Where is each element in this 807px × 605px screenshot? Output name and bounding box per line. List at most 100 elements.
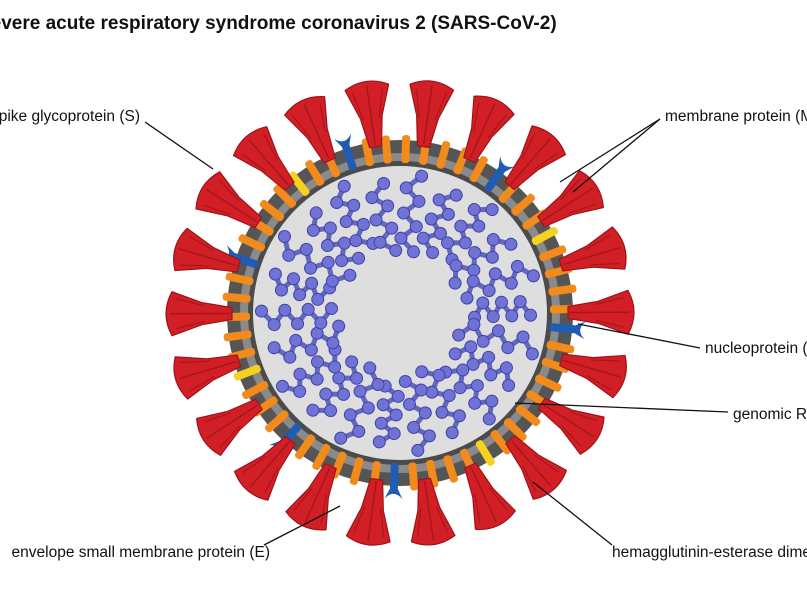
membrane-protein-m-body: [401, 135, 411, 164]
membrane-protein-m-body: [222, 292, 251, 303]
envelope-protein-e: [233, 364, 261, 381]
spike-groove: [292, 115, 312, 139]
nucleoprotein-bead: [441, 236, 455, 250]
nucleoprotein-bead: [460, 291, 474, 305]
nucleoprotein-bead: [374, 416, 388, 430]
nucleoprotein-bead: [343, 268, 357, 282]
membrane-protein-m: [225, 272, 254, 286]
nucleoprotein-bead: [466, 274, 480, 288]
membrane-label: membrane protein (M): [665, 108, 807, 125]
nucleoprotein-bead: [310, 355, 324, 369]
nucleoprotein-bead: [407, 420, 421, 434]
nucleoprotein-bead: [467, 263, 481, 277]
nucleoprotein-bead: [323, 221, 337, 235]
spike-groove: [219, 425, 241, 448]
nucleoprotein-bead: [337, 387, 351, 401]
spike-groove: [263, 134, 278, 161]
spike-groove: [488, 487, 508, 511]
spike-groove: [175, 298, 205, 307]
nucleoprotein-bead: [311, 292, 325, 306]
nucleoprotein-bead: [505, 309, 519, 323]
nucleoprotein-bead: [289, 333, 303, 347]
membrane-protein-m-body: [223, 330, 252, 342]
nucleoprotein-strand: [441, 203, 499, 266]
he-head: [333, 133, 352, 147]
nucleoprotein-bead: [499, 361, 513, 375]
nucleoprotein-strand: [306, 206, 366, 268]
membrane-protein-m-body: [534, 374, 562, 392]
nucleoprotein-bead: [304, 343, 318, 357]
spike-groove: [568, 203, 597, 214]
nucleoprotein-bead: [425, 385, 439, 399]
nucleoprotein-bead: [343, 408, 357, 422]
nucleoprotein-bead: [441, 207, 455, 221]
nucleoprotein-bead: [347, 198, 361, 212]
nucleoprotein-bead: [435, 405, 449, 419]
spike-groove: [487, 114, 507, 139]
membrane-protein-m-body: [294, 434, 316, 460]
spike-groove: [303, 103, 330, 159]
membrane-protein-m: [259, 199, 285, 222]
spike-glycoprotein: [410, 477, 456, 546]
spike-groove: [562, 246, 621, 266]
nucleoprotein-bead: [299, 242, 313, 256]
spike-groove: [585, 374, 612, 391]
callouts: spike glycoprotein (S) membrane protein …: [0, 108, 807, 561]
nucleoprotein-bead: [293, 288, 307, 302]
hemagglutinin-leader-line: [532, 481, 613, 546]
membrane-protein-m: [469, 155, 488, 183]
nucleoprotein-bead: [464, 340, 478, 354]
membrane-protein-m-body: [436, 140, 451, 169]
nucleoprotein-strand: [415, 365, 466, 440]
spike-groove: [380, 508, 385, 537]
nucleoprotein-bead: [486, 233, 500, 247]
envelope-protein-e-body: [475, 440, 495, 466]
membrane-protein-m: [436, 140, 451, 169]
membrane-protein-m-body: [361, 138, 374, 167]
membrane-protein-m: [401, 135, 411, 164]
nucleoprotein-bead: [283, 350, 297, 364]
nucleoprotein-strand: [372, 379, 405, 449]
spike-groove: [241, 153, 266, 172]
nucleoprotein-bead: [381, 199, 395, 213]
spike-groove: [595, 296, 625, 305]
nucleoprotein-bead: [415, 169, 429, 183]
spike-groove: [188, 235, 215, 252]
nucleoprotein-bead: [415, 365, 429, 379]
nucleoprotein-bead: [321, 255, 335, 269]
nucleoprotein-bead: [361, 401, 375, 415]
nucleoprotein-bead: [310, 326, 324, 340]
nucleoprotein-bead: [278, 230, 292, 244]
nucleoprotein-bead: [491, 324, 505, 338]
nucleoprotein-leader-line: [577, 323, 701, 349]
spike-groove: [510, 138, 551, 185]
nucleoprotein-bead: [332, 319, 346, 333]
spike-groove: [563, 359, 622, 378]
nucleoprotein-bead: [353, 384, 367, 398]
spike-groove: [585, 234, 611, 251]
nucleoprotein-bead: [337, 236, 351, 250]
spike-groove: [542, 403, 595, 438]
nucleoprotein-bead: [476, 334, 490, 348]
spike-groove: [542, 187, 594, 222]
nucleoprotein-bead: [468, 396, 482, 410]
nucleoprotein-strand: [394, 169, 429, 259]
nucleoprotein-bead: [293, 384, 307, 398]
membrane-protein-m: [349, 457, 364, 486]
nucleoprotein-bead: [418, 406, 432, 420]
nucleoprotein-bead: [416, 231, 430, 245]
membrane-protein-m-body: [312, 443, 331, 471]
nucleoprotein-bead: [453, 381, 467, 395]
nucleoprotein-strand: [267, 319, 346, 364]
membrane-protein-m: [408, 462, 419, 491]
nucleoprotein-bead: [472, 219, 486, 233]
nucleoprotein-bead: [426, 246, 440, 260]
hemagglutinin-esterase-body: [230, 253, 259, 268]
spike-groove: [353, 505, 366, 533]
membrane-protein-m-body: [305, 160, 325, 186]
nucleoprotein-bead: [482, 412, 496, 426]
nucleoprotein-bead: [449, 188, 463, 202]
spike-groove: [180, 360, 210, 364]
spike-body: [410, 477, 456, 546]
nucleoprotein-bead: [349, 234, 363, 248]
